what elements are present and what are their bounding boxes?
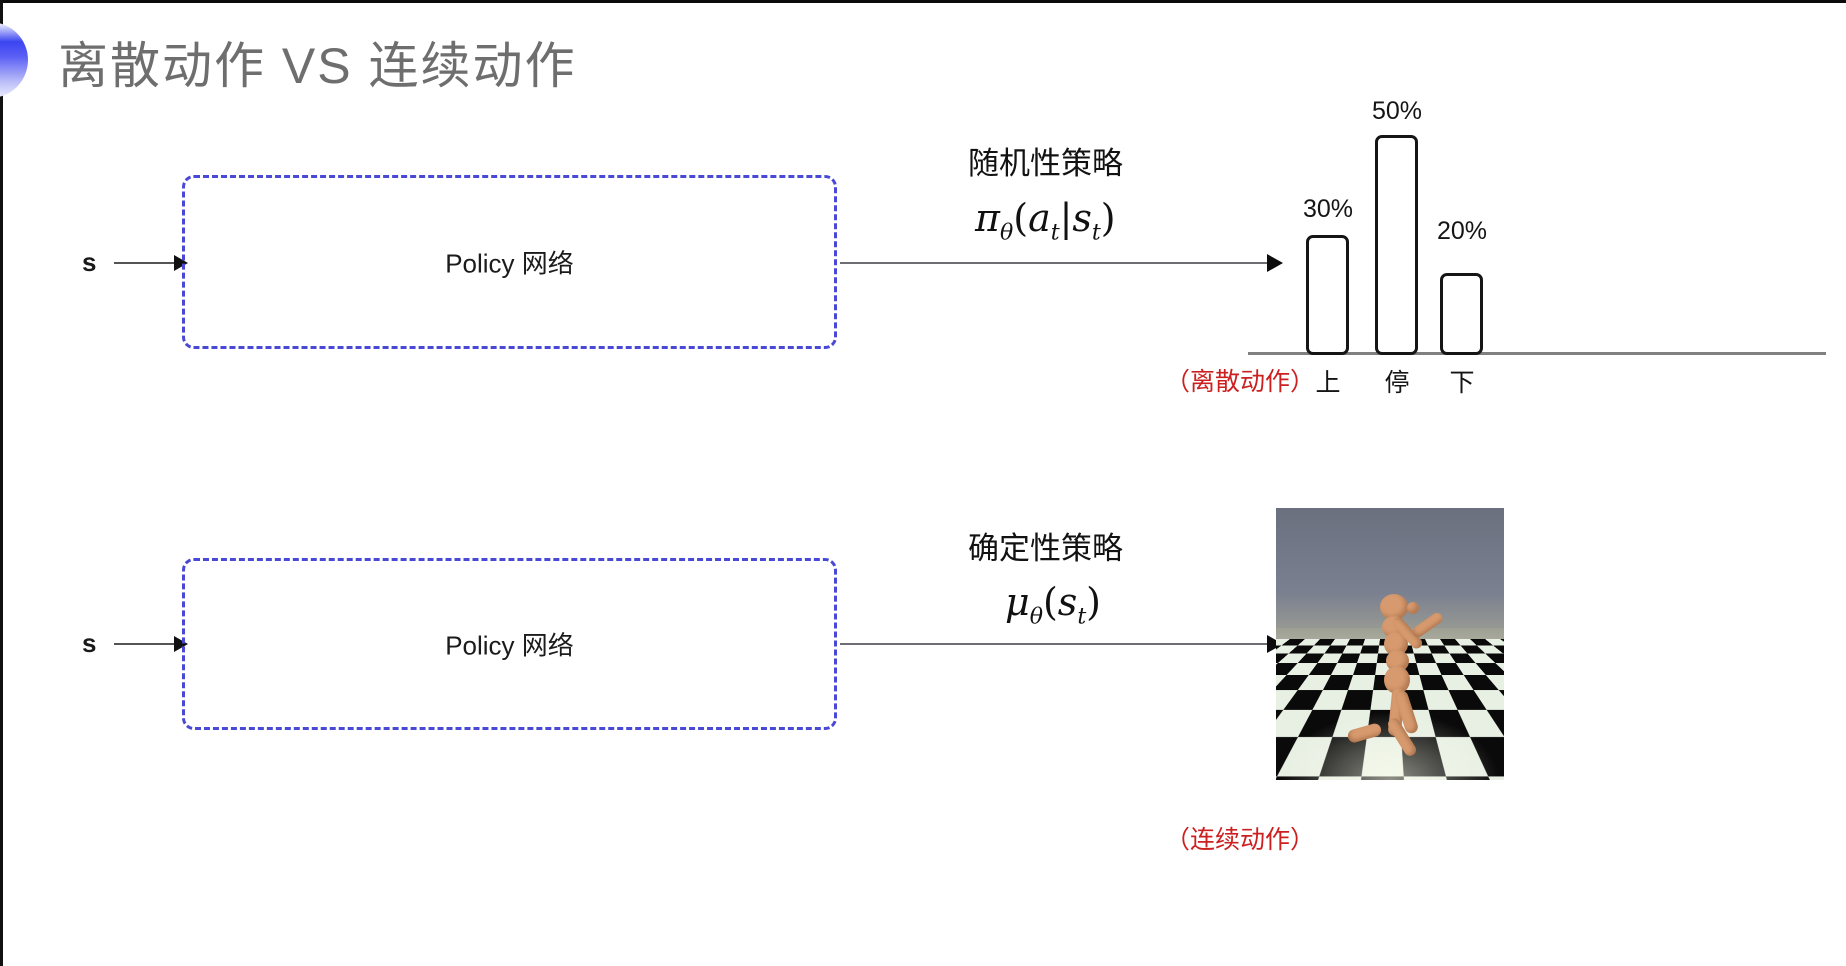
formula-subscript: θ xyxy=(999,220,1014,246)
formula-arg1-sub: t xyxy=(1077,604,1087,630)
formula-arg1-sub: t xyxy=(1050,220,1060,246)
page-title: 离散动作 VS 连续动作 xyxy=(58,38,577,94)
left-edge-border xyxy=(0,0,3,966)
bar-2 xyxy=(1440,273,1483,355)
title-bullet-shape xyxy=(0,22,28,98)
formula-arg2: s xyxy=(1072,196,1092,240)
formula-open-paren: ( xyxy=(1042,580,1058,624)
policy-formula-row1: πθ(at|st) xyxy=(975,196,1116,246)
humanoid-hand xyxy=(1407,602,1419,614)
formula-subscript: θ xyxy=(1029,604,1043,630)
input-arrow-row1 xyxy=(114,255,188,271)
formula-symbol: π xyxy=(975,196,1000,240)
action-type-note-row2: （连续动作） xyxy=(1165,826,1316,854)
action-distribution-bar-chart: 30% 上 50% 停 20% 下 xyxy=(1248,95,1846,397)
formula-arg1: s xyxy=(1057,580,1078,624)
bar-category-2: 下 xyxy=(1449,369,1475,397)
formula-close-paren: ) xyxy=(1086,580,1101,624)
policy-network-label-row2: Policy 网络 xyxy=(445,630,574,661)
humanoid-head xyxy=(1380,594,1408,620)
output-arrow-row1 xyxy=(840,254,1283,272)
bar-value-2: 20% xyxy=(1436,217,1488,245)
bar-0 xyxy=(1306,235,1349,355)
bar-value-1: 50% xyxy=(1371,97,1423,125)
policy-network-box-row2[interactable]: Policy 网络 xyxy=(182,558,837,730)
bar-category-1: 停 xyxy=(1384,369,1410,397)
state-input-label-row1: s xyxy=(82,247,97,277)
humanoid-simulation-image xyxy=(1276,508,1504,780)
formula-close-paren: ) xyxy=(1100,196,1116,240)
top-edge-border xyxy=(0,0,1846,3)
policy-network-label-row1: Policy 网络 xyxy=(445,248,574,279)
action-type-note-row1: （离散动作） xyxy=(1165,368,1316,396)
policy-type-title-row2: 确定性策略 xyxy=(968,531,1123,566)
policy-type-title-row1: 随机性策略 xyxy=(968,146,1123,181)
policy-network-box-row1[interactable]: Policy 网络 xyxy=(182,175,837,349)
output-arrow-row2 xyxy=(840,635,1283,653)
bar-category-0: 上 xyxy=(1315,369,1341,397)
chart-baseline-axis xyxy=(1248,352,1826,355)
formula-arg1: a xyxy=(1028,196,1051,240)
bar-1 xyxy=(1375,135,1418,355)
formula-arg2-sub: t xyxy=(1091,220,1101,246)
policy-formula-row2: μθ(st) xyxy=(1005,580,1101,630)
bar-value-0: 30% xyxy=(1302,195,1354,223)
input-arrow-row2 xyxy=(114,636,188,652)
formula-pipe: | xyxy=(1059,196,1073,240)
formula-open-paren: ( xyxy=(1013,196,1029,240)
formula-symbol: μ xyxy=(1005,580,1030,624)
state-input-label-row2: s xyxy=(82,628,97,658)
